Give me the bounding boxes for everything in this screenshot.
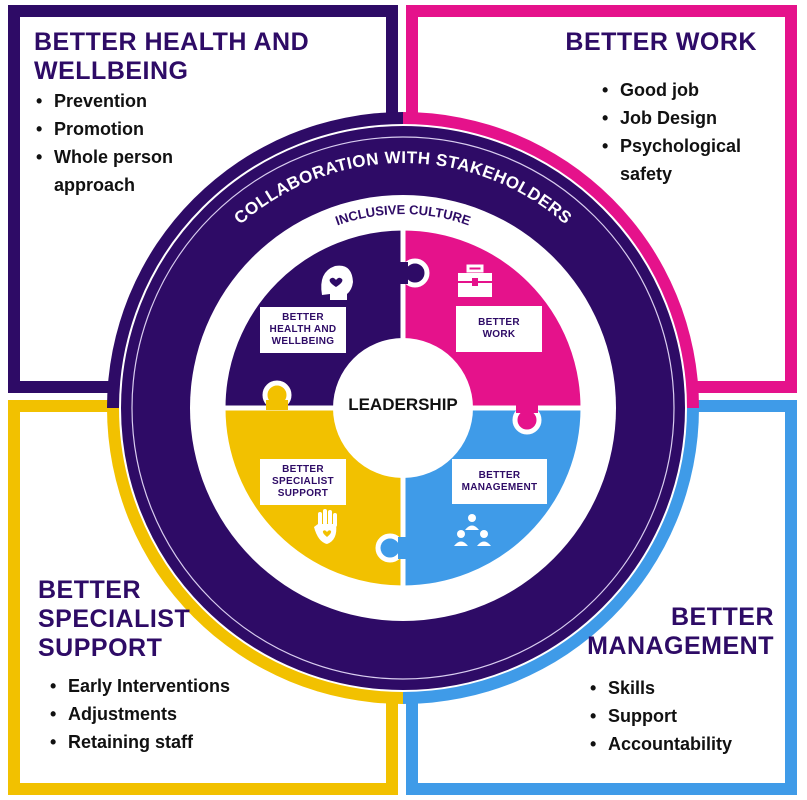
management-list: Skills Support Accountability <box>588 674 732 758</box>
list-item: Retaining staff <box>48 728 230 756</box>
ring-line <box>131 136 675 680</box>
head-heart-icon <box>321 265 353 300</box>
list-item: Psychological <box>600 132 741 160</box>
list-item: Skills <box>588 674 732 702</box>
knob-neck <box>398 262 408 284</box>
work-title: BETTER WORK <box>565 28 757 56</box>
list-item: Prevention <box>34 87 173 115</box>
list-item: safety <box>620 164 673 184</box>
list-item: Job Design <box>600 104 741 132</box>
knob-neck <box>266 400 288 410</box>
leadership-label: LEADERSHIP <box>348 395 458 414</box>
list-item: Good job <box>600 76 741 104</box>
work-list: Good job Job Design Psychological safety <box>600 76 741 188</box>
briefcase-icon <box>458 264 492 297</box>
team-icon <box>454 514 491 546</box>
list-item: approach <box>54 175 136 195</box>
health-list: Prevention Promotion Whole person approa… <box>34 87 173 199</box>
knob-neck <box>398 537 408 559</box>
specialist-list: Early Interventions Adjustments Retainin… <box>48 672 230 756</box>
list-item: Adjustments <box>48 700 230 728</box>
list-item: Promotion <box>34 115 173 143</box>
knob-neck <box>516 403 538 413</box>
hand-heart-icon <box>314 509 337 544</box>
list-item: Whole person <box>34 143 173 171</box>
list-item: Support <box>588 702 732 730</box>
list-item: Accountability <box>588 730 732 758</box>
leadership-circle <box>333 338 473 478</box>
list-item: Early Interventions <box>48 672 230 700</box>
